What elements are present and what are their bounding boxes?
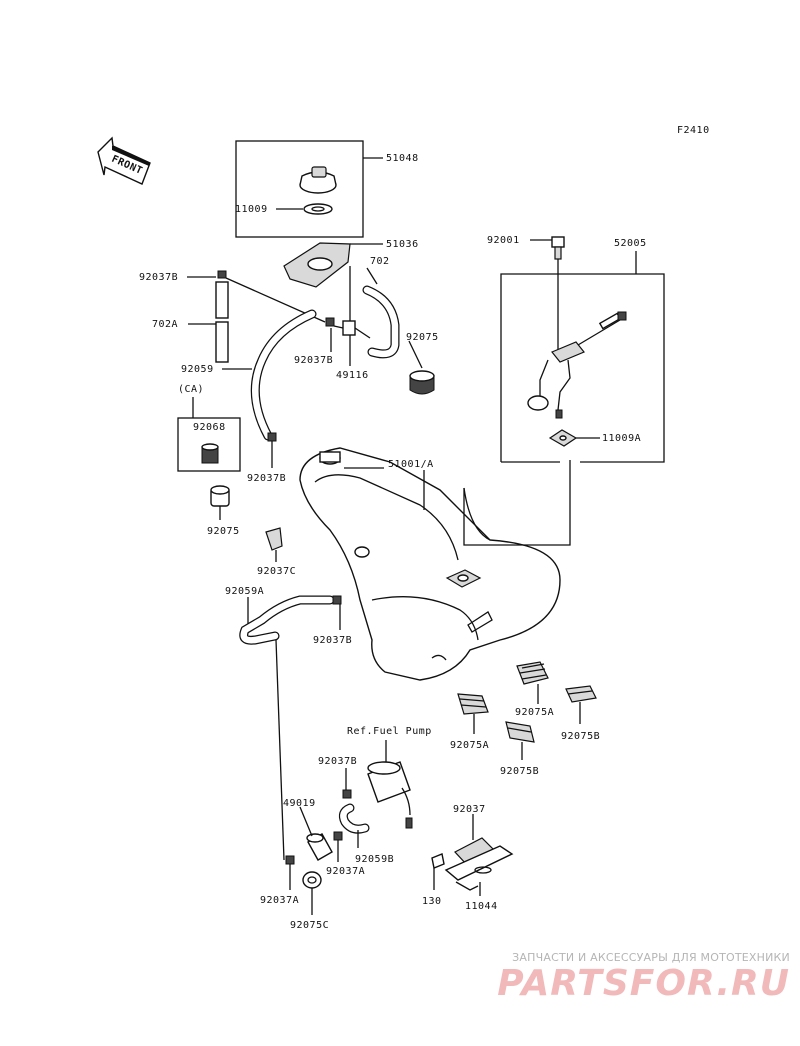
damper-92075b-right: 92075B — [561, 685, 600, 742]
part-label-92075-top: 92075 — [406, 332, 439, 343]
part-label-92001: 92001 — [487, 235, 520, 246]
watermark-logo: PARTSFOR.RU — [497, 963, 790, 1004]
part-label-92037b-mid: 92037B — [294, 355, 333, 366]
part-label-130: 130 — [422, 896, 442, 907]
part-label-92037b-left: 92037B — [247, 473, 286, 484]
hose-92059a: 92059A 92037B — [225, 586, 352, 861]
damper-92075b-left: 92075B — [500, 721, 539, 777]
part-label-92075c: 92075C — [290, 920, 329, 931]
damper-92075a-right: 92075A — [515, 661, 554, 718]
part-label-92059a: 92059A — [225, 586, 264, 597]
part-label-49116: 49116 — [336, 370, 369, 381]
part-label-49019: 49019 — [283, 798, 316, 809]
part-label-11044: 11044 — [465, 901, 498, 912]
front-arrow-icon: FRONT — [97, 136, 151, 185]
part-label-51036: 51036 — [386, 239, 419, 250]
fuel-cap-assembly: 51048 11009 — [235, 140, 419, 238]
part-label-92037: 92037 — [453, 804, 486, 815]
note-ref-fuel-pump: Ref.Fuel Pump — [347, 726, 432, 737]
check-valve-49116: 92037B 49116 — [294, 266, 371, 381]
cushion-92075-left: 92075 — [207, 485, 240, 537]
part-label-51048: 51048 — [386, 153, 419, 164]
damper-92075a-left: 92075A — [450, 693, 489, 751]
part-label-92075b-right: 92075B — [561, 731, 600, 742]
part-label-92037b-tank: 92037B — [313, 635, 352, 646]
part-label-92068: 92068 — [193, 422, 226, 433]
part-label-92037a-bottom: 92037A — [260, 895, 299, 906]
part-label-92075b-left: 92075B — [500, 766, 539, 777]
part-label-92037a-pump: 92037A — [326, 866, 365, 877]
part-label-92059b: 92059B — [355, 854, 394, 865]
part-label-92075-left: 92075 — [207, 526, 240, 537]
note-ca: (CA) — [178, 384, 204, 395]
part-label-92037b-top: 92037B — [139, 272, 178, 283]
fuel-gauge-assembly-52005: 92001 52005 11009A — [487, 235, 665, 463]
breather-hose-702: 702 — [362, 256, 400, 359]
fuel-pump-assembly: 92037B 92059B 92037A 49019 92037A 92075C — [260, 740, 413, 931]
hose-92059: 92059 92037B — [181, 309, 317, 484]
figure-code: F2410 — [677, 125, 710, 136]
cap-base-plate: 51036 — [283, 239, 419, 288]
part-label-52005: 52005 — [614, 238, 647, 249]
part-label-702a: 702A — [152, 319, 178, 330]
part-label-92075a-right: 92075A — [515, 707, 554, 718]
part-label-92059: 92059 — [181, 364, 214, 375]
pump-bracket: 92037 130 11044 — [422, 804, 514, 912]
part-label-702: 702 — [370, 256, 390, 267]
part-label-11009a: 11009A — [602, 433, 641, 444]
part-label-92037c: 92037C — [257, 566, 296, 577]
part-label-92075a-left: 92075A — [450, 740, 489, 751]
ca-spec-box: (CA) 92068 — [177, 384, 241, 472]
watermark-tagline: ЗАПЧАСТИ И АКСЕССУАРЫ ДЛЯ МОТОТЕХНИКИ — [512, 951, 790, 964]
part-label-92037b-pump: 92037B — [318, 756, 357, 767]
part-label-51001a: 51001/A — [388, 459, 434, 470]
clip-92037c: 92037C — [257, 527, 296, 577]
fuel-tank-51001a: 51001/A — [299, 447, 571, 681]
part-label-11009: 11009 — [235, 204, 268, 215]
cushion-92075-top: 92075 — [406, 332, 439, 395]
